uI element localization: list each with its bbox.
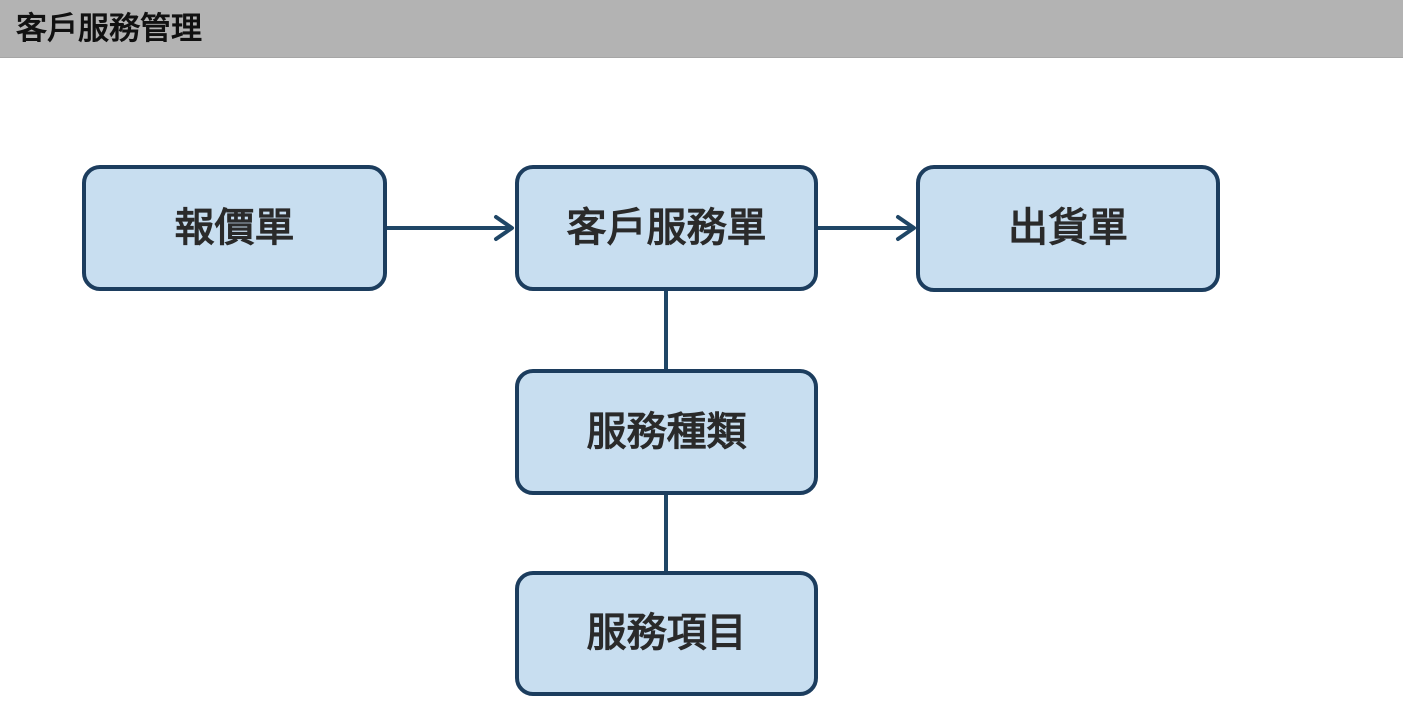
node-delivery-order-label: 出貨單 xyxy=(1008,205,1128,251)
node-delivery-order[interactable]: 出貨單 xyxy=(916,165,1220,292)
node-service-item[interactable]: 服務項目 xyxy=(515,571,818,696)
node-service-order[interactable]: 客戶服務單 xyxy=(515,165,818,291)
node-service-item-label: 服務項目 xyxy=(587,610,747,656)
page-title: 客戶服務管理 xyxy=(16,11,202,47)
edge-service-order-to-delivery-order xyxy=(818,215,916,241)
node-service-category-label: 服務種類 xyxy=(587,409,748,455)
node-service-category[interactable]: 服務種類 xyxy=(515,369,818,495)
edge-quotation-to-service-order xyxy=(386,215,514,241)
node-quotation[interactable]: 報價單 xyxy=(82,165,387,291)
node-quotation-label: 報價單 xyxy=(175,205,295,251)
node-service-order-label: 客戶服務單 xyxy=(567,205,767,251)
header-bar: 客戶服務管理 xyxy=(0,0,1403,58)
